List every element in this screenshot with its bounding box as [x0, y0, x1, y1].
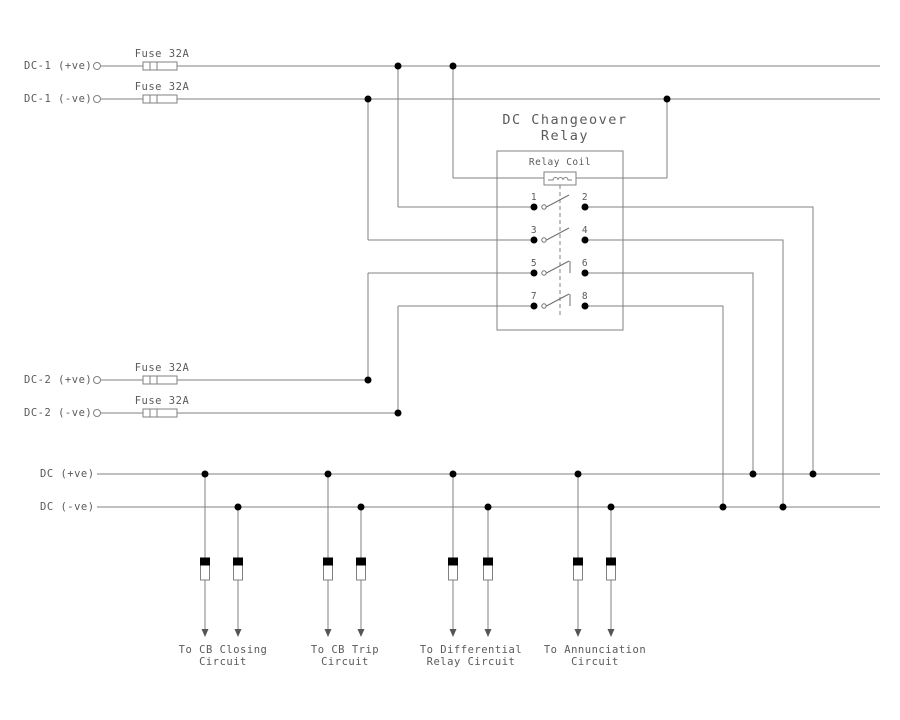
dc-bus-neg-label: DC (-ve): [40, 501, 95, 513]
vertical-fuse-symbols: [200, 557, 616, 581]
fuse-label-dc2-pos: Fuse 32A: [134, 362, 190, 374]
contact-number-2: 2: [581, 192, 589, 203]
contact-row-symbols: [530, 194, 589, 310]
relay-title-line1: DC Changeover: [502, 112, 628, 128]
fuse-label-dc2-neg: Fuse 32A: [134, 395, 190, 407]
output-label-cb-closing-line1: To CB Closing: [178, 644, 268, 656]
fuse-label-dc1-pos: Fuse 32A: [134, 48, 190, 60]
contact-number-8: 8: [581, 291, 589, 302]
output-label-annunciation-line1: To Annunciation: [543, 644, 647, 656]
junction-dots: [201, 62, 817, 511]
output-label-differential-line1: To Differential: [419, 644, 523, 656]
contact-number-6: 6: [581, 258, 589, 269]
horizontal-fuse-symbols: [142, 61, 178, 418]
dc2-pos-label: DC-2 (+ve): [24, 374, 93, 386]
contact-number-3: 3: [530, 225, 538, 236]
output-label-annunciation-line2: Circuit: [571, 656, 619, 668]
relay-title-line2: Relay: [540, 128, 590, 144]
output-label-cb-closing-line2: Circuit: [199, 656, 247, 668]
output-arrows: [201, 629, 615, 637]
relay-coil-label: Relay Coil: [528, 157, 592, 168]
output-label-differential-line2: Relay Circuit: [426, 656, 516, 668]
relay-coil-symbol: [543, 171, 577, 186]
output-label-cb-trip-line2: Circuit: [321, 656, 369, 668]
contact-number-7: 7: [530, 291, 538, 302]
dc-bus-pos-label: DC (+ve): [40, 468, 95, 480]
dc1-neg-label: DC-1 (-ve): [24, 93, 93, 105]
contact-number-4: 4: [581, 225, 589, 236]
dc1-pos-label: DC-1 (+ve): [24, 60, 93, 72]
output-label-cb-trip-line1: To CB Trip: [310, 644, 380, 656]
dc2-neg-label: DC-2 (-ve): [24, 407, 93, 419]
wires: [97, 65, 880, 630]
contact-number-1: 1: [530, 192, 538, 203]
relay-box: [496, 150, 624, 331]
fuse-label-dc1-neg: Fuse 32A: [134, 81, 190, 93]
source-terminals: [93, 62, 101, 417]
contact-number-5: 5: [530, 258, 538, 269]
